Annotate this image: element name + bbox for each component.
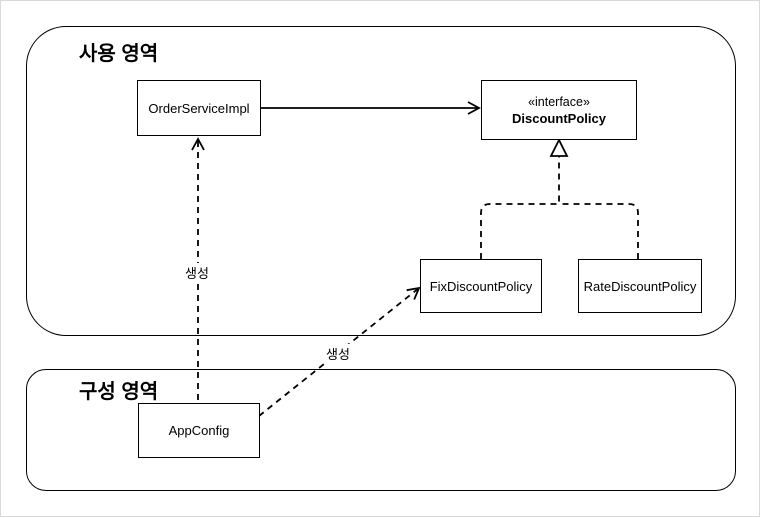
- config-region-title: 구성 영역: [79, 381, 159, 403]
- order-service-impl-class: OrderServiceImpl: [137, 80, 261, 136]
- app-config-class: AppConfig: [138, 403, 260, 458]
- fix-discount-policy-class: FixDiscountPolicy: [420, 259, 542, 313]
- discount-policy-interface: «interface» DiscountPolicy: [481, 80, 637, 140]
- app-config-label: AppConfig: [168, 423, 230, 438]
- order-service-impl-label: OrderServiceImpl: [148, 100, 250, 116]
- create-order-edge-label: 생성: [183, 263, 211, 282]
- fix-discount-policy-label: FixDiscountPolicy: [429, 278, 533, 294]
- discount-policy-label: DiscountPolicy: [512, 110, 606, 126]
- usage-region-title: 사용 영역: [79, 43, 159, 65]
- create-fix-edge-label: 생성: [324, 344, 352, 363]
- interface-stereotype: «interface»: [528, 94, 590, 109]
- rate-discount-policy-label: RateDiscountPolicy: [583, 278, 697, 294]
- rate-discount-policy-class: RateDiscountPolicy: [578, 259, 702, 313]
